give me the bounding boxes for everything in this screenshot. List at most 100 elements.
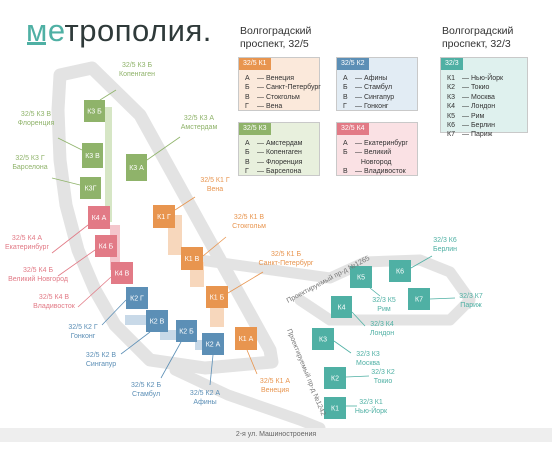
legend-k1-title: 32/5 К1 xyxy=(239,58,271,70)
legend-row-letter: А xyxy=(245,140,250,147)
legend-row-text: Флоренция xyxy=(265,158,303,166)
callout-code: 32/3 К5 xyxy=(372,297,396,304)
building-shape xyxy=(153,205,175,228)
callout-code: 32/5 К4 В xyxy=(39,294,69,301)
legend-row-text: Стокгольм xyxy=(265,93,300,101)
building-k2a[interactable]: К2 А xyxy=(202,333,224,355)
legend-row-text: Санкт-Петербург xyxy=(265,84,321,92)
building-shape xyxy=(82,143,103,168)
legend-row-dash: — xyxy=(462,122,471,130)
callout-leader xyxy=(146,136,181,161)
legend-row-letter: Г xyxy=(245,103,249,111)
legend-row-letter: К6 xyxy=(447,122,455,130)
legend-row: А— Венеция xyxy=(245,74,321,83)
building-label: К2 А xyxy=(206,342,221,349)
legend-row-text: Лондон xyxy=(470,103,496,111)
callout-name: Флоренция xyxy=(18,120,55,127)
legend-row-text: Сингапур xyxy=(363,93,395,101)
legend-row-dash: — xyxy=(257,158,266,166)
building-shape xyxy=(235,327,257,350)
legend-row-dash: — xyxy=(462,84,471,92)
building-k1v[interactable]: К1 В xyxy=(181,247,203,270)
building-shape xyxy=(88,206,110,229)
callout-code: 32/5 К3 В xyxy=(21,111,51,118)
legend-row-text: Нью-Йорк xyxy=(470,75,504,82)
building-b-k1[interactable]: К1 xyxy=(324,397,346,419)
legend-row-text: Афины xyxy=(363,75,388,82)
legend-row-letter: Г xyxy=(245,168,249,176)
building-shape xyxy=(111,262,133,284)
legend-row-letter: К3 xyxy=(447,93,455,101)
building-k1g[interactable]: К1 Г xyxy=(153,205,175,228)
building-shape xyxy=(84,100,105,122)
building-k4v[interactable]: К4 В xyxy=(111,262,133,284)
callout-code: 32/3 К1 xyxy=(359,399,383,406)
callout-code: 32/5 К3 Г xyxy=(15,155,44,162)
callout-name: Стамбул xyxy=(132,390,160,398)
legend-row-text: Екатеринбург xyxy=(363,140,408,147)
building-k4b[interactable]: К4 Б xyxy=(95,235,117,257)
building-shape xyxy=(181,247,203,270)
legend-row-letter: В xyxy=(343,93,348,101)
building-k4a[interactable]: К4 А xyxy=(88,206,110,229)
callout-leader xyxy=(101,299,127,326)
legend-32-3-title: 32/3 xyxy=(441,58,463,70)
callout-code: 32/3 К2 xyxy=(371,369,395,376)
legend-row-text: Копенгаген xyxy=(265,149,302,157)
legend-row: Б— Великий xyxy=(343,148,408,157)
callout-code: 32/5 К3 Б xyxy=(122,62,152,69)
legend-row-dash: — xyxy=(355,149,364,157)
building-label: К3 xyxy=(319,337,327,344)
legend-row-dash: — xyxy=(462,112,471,120)
legend-row-dash: — xyxy=(462,131,471,139)
callout-code: 32/5 К2 В xyxy=(86,352,116,359)
building-b-k4[interactable]: К4 xyxy=(331,296,352,318)
legend-row: К3— Москва xyxy=(447,93,503,102)
callout-code: 32/5 К4 А xyxy=(12,235,42,242)
building-k1a[interactable]: К1 А xyxy=(235,327,257,350)
street-label: 2-я ул. Машиностроения xyxy=(0,428,552,442)
legend-row: К5— Рим xyxy=(447,112,503,121)
legend-row-letter: В xyxy=(245,93,250,101)
callout-name: Вена xyxy=(207,186,223,193)
legend-k4-title: 32/5 К4 xyxy=(337,123,369,135)
callout-code: 32/3 К3 xyxy=(356,351,380,358)
building-k3g[interactable]: К3Г xyxy=(80,177,101,199)
legend-row-dash: — xyxy=(355,140,364,147)
callout-code: 32/5 К2 А xyxy=(190,390,220,397)
legend-row-letter: К4 xyxy=(447,103,455,111)
callout-leader xyxy=(227,271,264,294)
building-b-k7[interactable]: К7 xyxy=(408,288,430,310)
building-b-k5[interactable]: К5 xyxy=(350,266,372,288)
legend-row-letter: Б xyxy=(245,84,250,92)
building-b-k3[interactable]: К3 xyxy=(312,328,334,350)
building-label: К2 Г xyxy=(130,296,144,303)
legend-row-dash: — xyxy=(355,84,364,92)
building-b-k2[interactable]: К2 xyxy=(324,367,346,389)
logo-accent: ме xyxy=(26,13,65,48)
building-k2g[interactable]: К2 Г xyxy=(126,287,148,309)
building-k1b[interactable]: К1 Б xyxy=(206,286,228,308)
building-k3v[interactable]: К3 В xyxy=(82,143,103,168)
legend-row-letter: А xyxy=(245,75,250,82)
building-k3a[interactable]: К3 А xyxy=(126,154,147,181)
callout-code: 32/5 К1 В xyxy=(234,214,264,221)
callout-leader xyxy=(51,177,81,186)
legend-row: В— Стокгольм xyxy=(245,93,321,102)
callout-leader xyxy=(174,196,196,211)
callout-leader xyxy=(246,349,258,375)
building-k2v[interactable]: К2 В xyxy=(146,310,168,332)
legend-row-text: Амстердам xyxy=(265,140,303,147)
legend-k3-title: 32/5 К3 xyxy=(239,123,271,135)
legend-row: Б— Санкт-Петербург xyxy=(245,83,321,92)
building-k2b[interactable]: К2 Б xyxy=(176,320,197,342)
building-b-k6[interactable]: К6 xyxy=(389,260,411,282)
building-k3b[interactable]: К3 Б xyxy=(84,100,105,122)
